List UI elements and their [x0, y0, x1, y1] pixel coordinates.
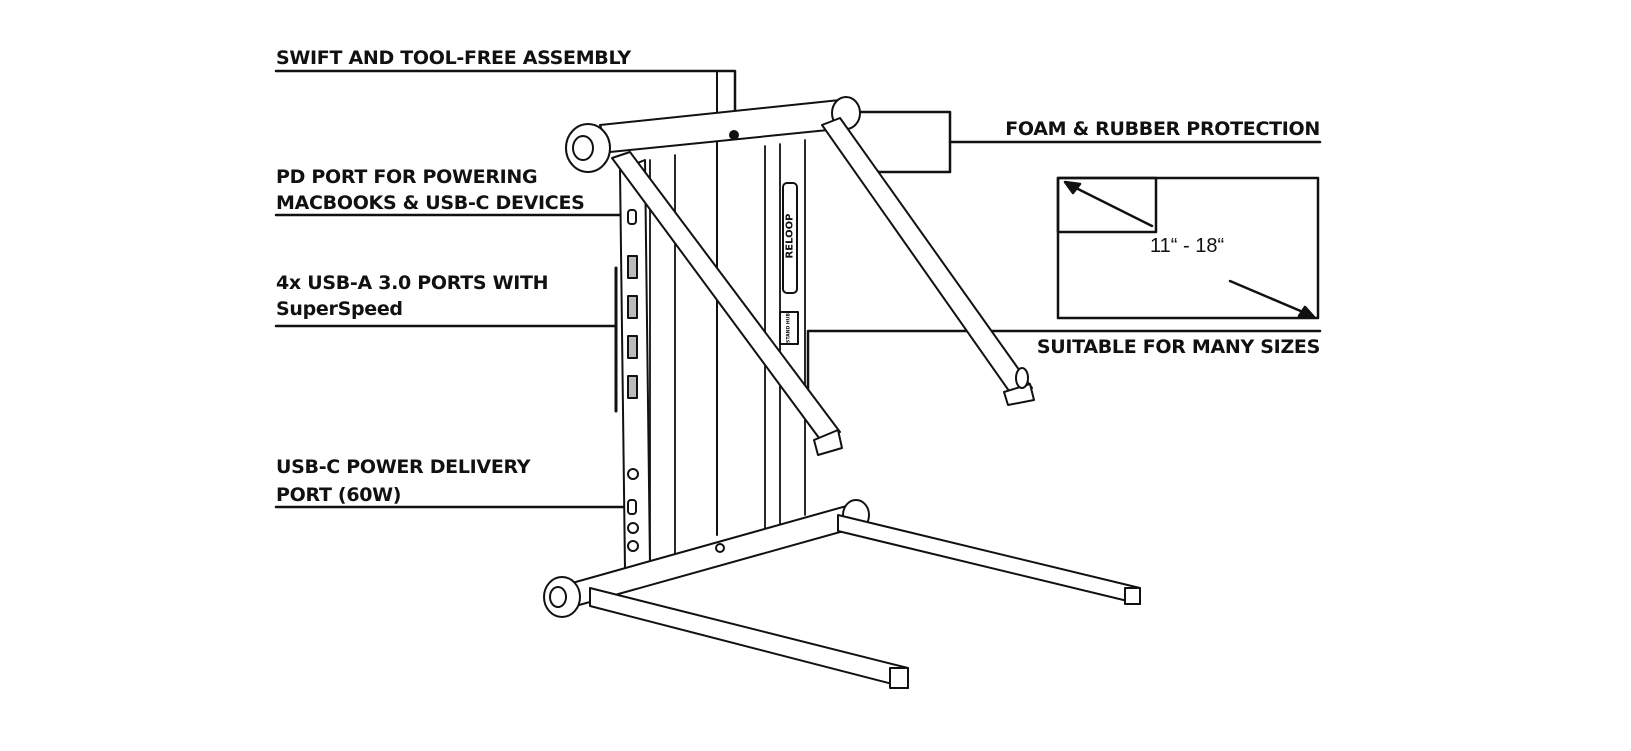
callout-assembly: SWIFT AND TOOL-FREE ASSEMBLY: [276, 47, 631, 69]
brand-mark: RELOOP: [785, 214, 796, 259]
base: [543, 499, 1141, 689]
brand-badge: RELOOP STAND HUB: [779, 182, 799, 345]
callout-usb-a-line1: 4x USB-A 3.0 PORTS WITH: [276, 272, 549, 294]
hub-mark: STAND HUB: [786, 313, 792, 343]
hub-panel: [619, 159, 651, 571]
left-arm: [611, 151, 843, 456]
size-box: [1056, 176, 1320, 320]
callout-usb-c-line2: PORT (60W): [276, 484, 402, 506]
callout-pd-port-line2: MACBOOKS & USB-C DEVICES: [276, 192, 585, 214]
right-arm: [821, 117, 1035, 406]
callout-pd-port-line1: PD PORT FOR POWERING: [276, 166, 538, 188]
back-plates: [649, 139, 806, 566]
callout-usb-a-line2: SuperSpeed: [276, 298, 403, 320]
callout-usb-c-line1: USB-C POWER DELIVERY: [276, 456, 531, 478]
callout-foam: FOAM & RUBBER PROTECTION: [1005, 118, 1320, 140]
size-range-label: 11“ - 18“: [1150, 235, 1225, 257]
top-bar: [565, 96, 861, 173]
callout-sizes: SUITABLE FOR MANY SIZES: [1036, 336, 1320, 358]
